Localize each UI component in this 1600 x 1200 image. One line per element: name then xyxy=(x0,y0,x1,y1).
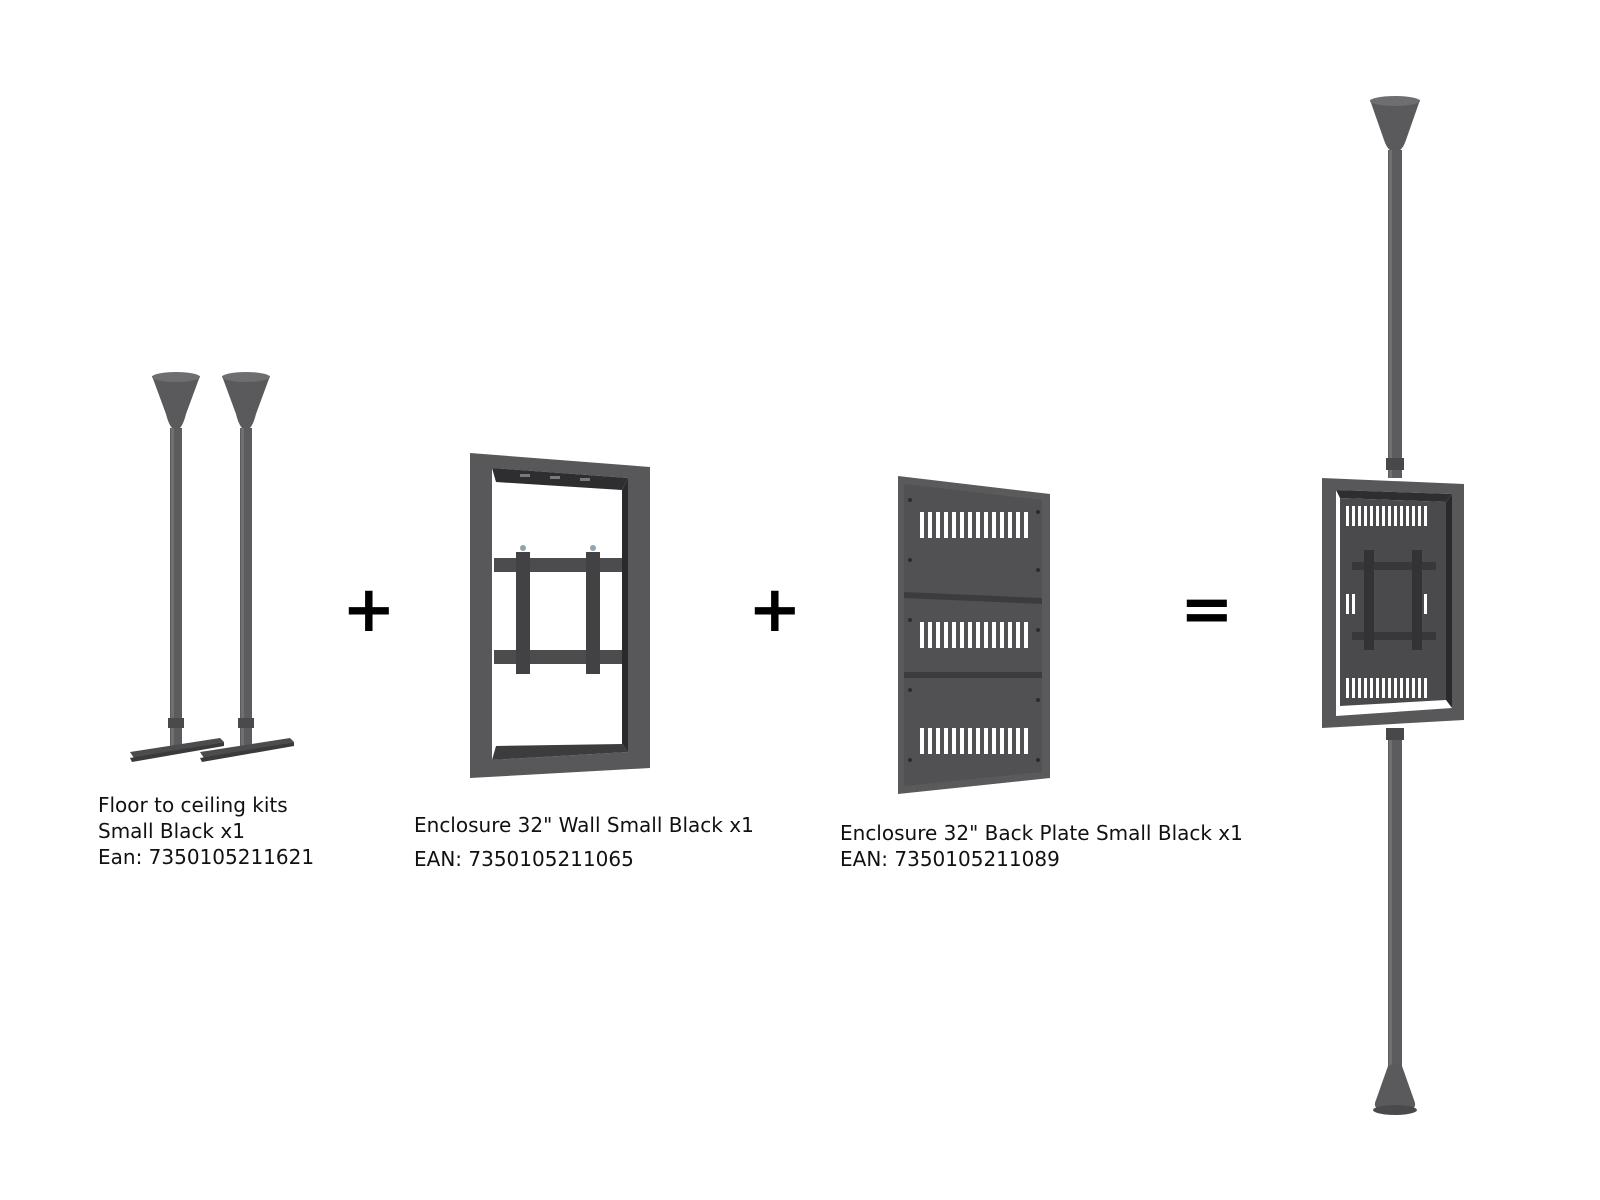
assembled-stand-icon xyxy=(1322,96,1464,1115)
product-ean: EAN: 7350105211089 xyxy=(840,847,1060,871)
product-ean: EAN: 7350105211065 xyxy=(414,847,634,871)
product-variant: Small Black x1 xyxy=(98,819,245,843)
product-ean: Ean: 7350105211621 xyxy=(98,845,315,869)
product-name: Enclosure 32" Wall Small Black x1 xyxy=(414,813,754,837)
product-caption-back-plate: Enclosure 32" Back Plate Small Black x1 … xyxy=(840,820,1243,872)
plus-operator: + xyxy=(342,573,396,647)
product-caption-floor-ceiling-kit: Floor to ceiling kits Small Black x1 Ean… xyxy=(98,792,314,870)
product-name: Floor to ceiling kits xyxy=(98,793,288,817)
product-name: Enclosure 32" Back Plate Small Black x1 xyxy=(840,821,1243,845)
floor-ceiling-poles-icon xyxy=(130,372,294,762)
equals-operator: = xyxy=(1180,573,1234,647)
back-plate-icon xyxy=(898,476,1050,794)
enclosure-frame-icon xyxy=(470,453,650,778)
plus-operator: + xyxy=(748,573,802,647)
product-caption-enclosure-wall: Enclosure 32" Wall Small Black x1 EAN: 7… xyxy=(414,812,754,872)
